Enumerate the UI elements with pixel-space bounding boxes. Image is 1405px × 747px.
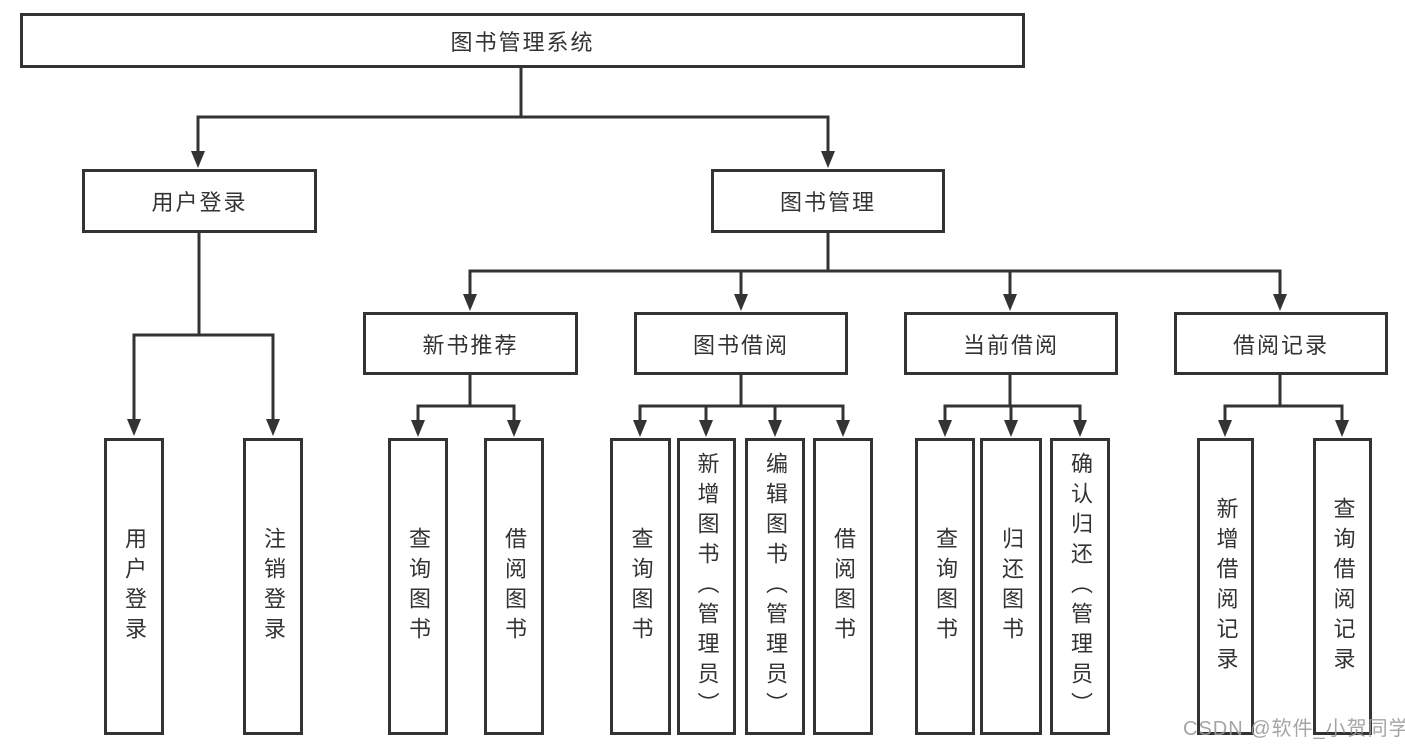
leaf-return-books: 归还图书 [980, 438, 1042, 735]
node-library-system-label: 图书管理系统 [450, 29, 595, 55]
leaf-confirm-return-admin-label: 确认归还（管理员） [1068, 451, 1093, 722]
leaf-query-books-recommend-label: 查询图书 [406, 526, 431, 647]
leaf-borrow-books: 借阅图书 [813, 438, 873, 735]
leaf-query-books-current-label: 查询图书 [933, 526, 958, 647]
node-book-borrowing: 图书借阅 [634, 312, 848, 375]
leaf-borrow-books-recommend: 借阅图书 [484, 438, 544, 735]
node-borrowing-records-label: 借阅记录 [1232, 332, 1329, 358]
node-user-login-label: 用户登录 [151, 190, 248, 215]
leaf-return-books-label: 归还图书 [999, 526, 1024, 647]
node-new-book-recommendation: 新书推荐 [363, 312, 578, 375]
leaf-query-books-recommend: 查询图书 [388, 438, 448, 735]
node-book-borrowing-label: 图书借阅 [692, 332, 789, 358]
leaf-borrow-books-label: 借阅图书 [831, 526, 856, 647]
watermark: CSDN @软件_小贺同学 [1183, 718, 1405, 740]
leaf-add-books-admin: 新增图书（管理员） [677, 438, 736, 735]
leaf-query-borrow-record: 查询借阅记录 [1313, 438, 1372, 735]
leaf-logout-label: 注销登录 [261, 526, 286, 647]
leaf-edit-books-admin-label: 编辑图书（管理员） [763, 451, 788, 722]
leaf-user-login: 用户登录 [104, 438, 164, 735]
leaf-query-books-borrow-label: 查询图书 [628, 526, 654, 647]
leaf-query-books-borrow: 查询图书 [610, 438, 671, 735]
leaf-query-borrow-record-label: 查询借阅记录 [1330, 496, 1356, 677]
node-borrowing-records: 借阅记录 [1174, 312, 1388, 375]
leaf-add-borrow-record: 新增借阅记录 [1197, 438, 1254, 735]
node-current-borrowing-label: 当前借阅 [962, 332, 1059, 358]
leaf-add-books-admin-label: 新增图书（管理员） [694, 451, 720, 722]
node-current-borrowing: 当前借阅 [904, 312, 1118, 375]
node-book-management: 图书管理 [711, 169, 945, 233]
leaf-logout: 注销登录 [243, 438, 303, 735]
leaf-borrow-books-recommend-label: 借阅图书 [502, 526, 527, 647]
leaf-confirm-return-admin: 确认归还（管理员） [1050, 438, 1110, 735]
node-new-book-recommendation-label: 新书推荐 [422, 332, 519, 358]
leaf-edit-books-admin: 编辑图书（管理员） [745, 438, 805, 735]
node-book-management-label: 图书管理 [779, 190, 876, 215]
leaf-add-borrow-record-label: 新增借阅记录 [1213, 496, 1239, 677]
leaf-query-books-current: 查询图书 [915, 438, 975, 735]
node-user-login: 用户登录 [82, 169, 317, 233]
node-library-system: 图书管理系统 [20, 13, 1025, 68]
leaf-user-login-label: 用户登录 [122, 526, 147, 647]
